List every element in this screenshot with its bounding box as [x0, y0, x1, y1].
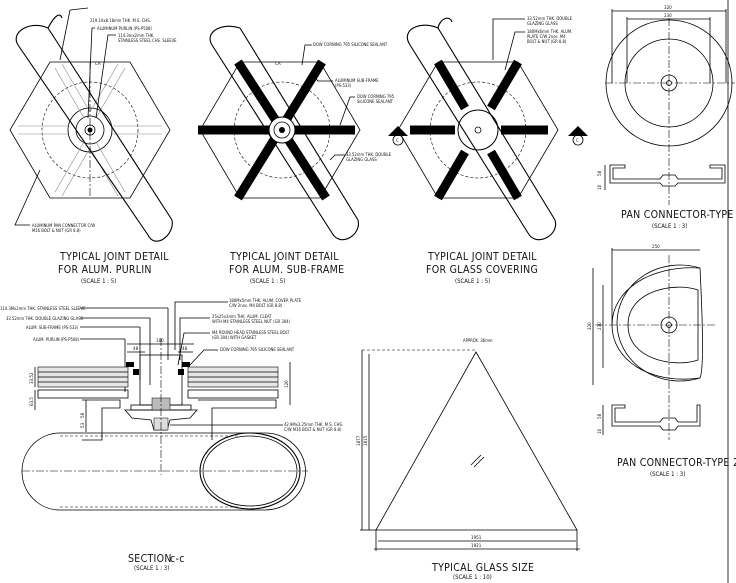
dimension: 120 — [284, 380, 290, 388]
dimension: 1877 — [356, 435, 362, 446]
note: 114.3mx2mm THK. — [118, 33, 154, 38]
note: 180Mx5mm THK. ALUM. COVER PLATE — [229, 298, 302, 303]
section-c-c: 114.3Mx2mm THK. STAINLESS STEEL SLEEVE 3… — [0, 298, 343, 572]
pan-connector-type-1: 320 230 58 10 PAN CONNECTOR-TYPE 1 (SCAL… — [597, 5, 736, 230]
detail-title: PAN CONNECTOR-TYPE 1 — [621, 209, 736, 221]
note: BOLT & NUT (GR 8.8) — [527, 39, 567, 44]
note: ALUMINUM PURLIN (PS-P508) — [97, 26, 152, 31]
dimension: 1951 — [471, 535, 482, 541]
note: WITH M4 STAINLESS STEEL NUT (GR 304) — [212, 319, 291, 324]
dimension: 180 — [156, 338, 164, 344]
joint-detail-glass-covering: C C 33.52mm THK. DOUBLE GLAZING GLASS 18… — [388, 16, 588, 285]
note: 33.52mm THK. DOUBLE GLAZING GLASS — [6, 316, 84, 321]
note: 114.3Mx2mm THK. STAINLESS STEEL SLEEVE — [0, 306, 86, 311]
note: DOW CORNING 795 SILICONE SEALANT — [313, 42, 388, 47]
section-mark: CA — [275, 61, 281, 67]
detail-scale: (SCALE 1 : 3) — [650, 471, 685, 478]
dimension: 320 — [664, 5, 672, 11]
section-mark: CA — [95, 61, 101, 67]
note: 42.9Mx3.25mm THK. M.S. CHS. — [284, 422, 343, 427]
note: 180Mx6mm THK. ALUM. — [527, 29, 572, 34]
joint-detail-purlin: CA 219.1Ax8.18mm THK. M.S. CHS. ALUMINUM… — [9, 7, 177, 285]
joint-detail-subframe: CA DOW CORNING 795 SILICONE SEALANT ALUM… — [198, 25, 395, 285]
detail-title: TYPICAL JOINT DETAIL — [59, 251, 169, 263]
note: 25x25x3mm THK. ALUM. CLEAT — [212, 314, 272, 319]
dimension: 58 — [80, 412, 86, 418]
note: C/W M16 BOLT & NUT (GR 8.8) — [284, 427, 342, 432]
dimension: 58 — [597, 170, 603, 176]
section-title: SECTION — [128, 553, 172, 565]
detail-title: FOR ALUM. PURLIN — [58, 264, 152, 276]
note: PLATE C/W 2nos. M4 — [527, 34, 566, 39]
dimension: 63.5 — [29, 397, 35, 406]
note: 33.52mm THK. DOUBLE — [527, 16, 573, 21]
dimension: 250 — [652, 244, 660, 250]
section-mark: c-c — [170, 553, 185, 565]
pan-connector-type-2: 250 320 230 58 10 PAN CONNECTOR-TYPE 2 (… — [587, 244, 736, 478]
note: ALUM. PURLIN (PS-P508) — [33, 337, 80, 342]
note: ALUM. SUB-FRAME (PS-533) — [26, 325, 79, 330]
dimension: 230 — [597, 322, 603, 330]
detail-scale: (SCALE 1 : 3) — [652, 223, 687, 230]
note: (PS-533) — [335, 83, 352, 88]
dimension: 48 — [182, 346, 188, 352]
note: (GR 304) WITH GASKET — [212, 335, 257, 340]
section-mark: C — [396, 138, 399, 144]
dimension: 48 — [133, 346, 139, 352]
dimension: 33.52 — [29, 372, 35, 384]
detail-title: TYPICAL JOINT DETAIL — [229, 251, 339, 263]
note: ALUMINUM SUB-FRAME — [335, 78, 379, 83]
note: M16 BOLT & NUT (GR 8.8) — [32, 228, 81, 233]
dimension: 53 — [80, 422, 86, 428]
note: GLAZING GLASS — [346, 157, 377, 162]
dimension: 230 — [664, 13, 672, 19]
note: DOW CORNING 795 SILICONE SEALANT — [220, 347, 295, 352]
detail-scale: (SCALE 1 : 5) — [81, 278, 116, 285]
dimension: 10 — [597, 184, 603, 190]
note: ALUMINUM PAN CONNECTOR C/W — [32, 223, 95, 228]
detail-scale: (SCALE 1 : 3) — [134, 565, 169, 572]
note: M4 ROUND HEAD STAINLESS STEEL BOLT — [212, 330, 290, 335]
note: DOW CORNING 795 — [357, 94, 395, 99]
detail-scale: (SCALE 1 : 10) — [453, 574, 492, 581]
note: C/W 2nos. M4 BOLT (GR 8.8) — [229, 303, 283, 308]
note: 33.52mm THK. DOUBLE — [346, 152, 392, 157]
note: 219.1Ax8.18mm THK. M.S. CHS. — [90, 18, 151, 23]
dimension: 58 — [597, 413, 603, 419]
dimension: 10 — [597, 428, 603, 434]
detail-scale: (SCALE 1 : 5) — [250, 278, 285, 285]
dimension: 320 — [587, 322, 593, 330]
note: GLAZING GLASS — [527, 21, 558, 26]
detail-title: FOR ALUM. SUB-FRAME — [229, 264, 344, 276]
detail-scale: (SCALE 1 : 5) — [455, 278, 490, 285]
detail-title: TYPICAL GLASS SIZE — [431, 562, 534, 574]
section-mark: C — [576, 138, 579, 144]
note: SILICONE SEALANT — [357, 99, 394, 104]
note: APPROX. 36mm — [463, 338, 493, 343]
typical-glass-size: 1877 1815 1951 1921 APPROX. 36mm TYPICAL… — [356, 338, 580, 581]
dimension: 1815 — [363, 435, 369, 446]
detail-title: PAN CONNECTOR-TYPE 2 — [617, 457, 736, 469]
dimension: 1921 — [471, 543, 482, 549]
detail-title: FOR GLASS COVERING — [426, 264, 538, 276]
note: STAINLESS STEEL CHS. SLEEVE — [118, 38, 177, 43]
detail-title: TYPICAL JOINT DETAIL — [427, 251, 537, 263]
